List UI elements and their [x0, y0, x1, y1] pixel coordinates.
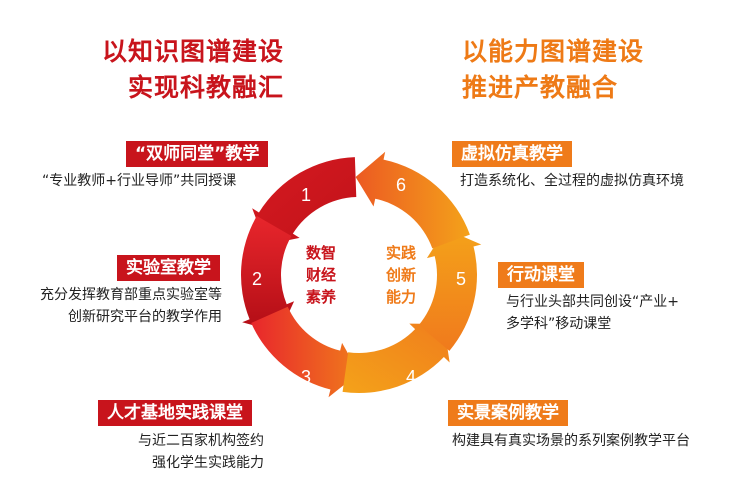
step-5-desc-line-1: 与行业头部共同创设“产业+: [506, 294, 679, 310]
step-number-2: 2: [252, 269, 262, 289]
center-right-line-1: 实践: [385, 244, 416, 262]
step-number-1: 1: [301, 185, 311, 205]
center-right-line-3: 能力: [385, 288, 416, 306]
step-4-title: 实景案例教学: [448, 400, 568, 426]
step-2-desc-line-2: 创新研究平台的教学作用: [68, 309, 222, 325]
left-heading-line-2: 实现科教融汇: [127, 73, 284, 102]
step-number-5: 5: [456, 269, 466, 289]
step-number-3: 3: [301, 367, 311, 387]
center-right-line-2: 创新: [385, 266, 416, 284]
step-3-desc-line-1: 与近二百家机构签约: [138, 433, 264, 449]
step-5-title: 行动课堂: [498, 262, 584, 288]
step-2-title: 实验室教学: [117, 255, 220, 281]
right-heading: 以能力图谱建设 推进产教融合: [462, 34, 692, 106]
cycle-arrow-4: [342, 323, 450, 393]
step-6-title: 虚拟仿真教学: [452, 141, 572, 167]
right-heading-line-2: 推进产教融合: [462, 73, 619, 102]
center-right-label: 实践 创新 能力: [376, 242, 426, 308]
step-4-desc-line-1: 构建具有真实场景的系列案例教学平台: [452, 433, 690, 449]
left-heading: 以知识图谱建设 实现科教融汇: [62, 34, 284, 106]
step-number-4: 4: [406, 367, 416, 387]
step-3-desc-line-2: 强化学生实践能力: [152, 455, 264, 471]
center-left-line-3: 素养: [305, 288, 336, 306]
cycle-arrow-3: [251, 306, 359, 398]
step-5-desc-line-2: 多学科”移动课堂: [506, 316, 612, 332]
step-6-desc-line-1: 打造系统化、全过程的虚拟仿真环境: [460, 173, 684, 189]
step-1-desc-line-1: “专业教师+行业导师”共同授课: [42, 173, 237, 189]
cycle-arrow-2: [240, 216, 295, 333]
center-left-line-2: 财经: [305, 266, 336, 284]
center-left-line-1: 数智: [305, 244, 336, 262]
cycle-arrow-5: [418, 228, 482, 351]
step-3-title: 人才基地实践课堂: [98, 400, 252, 426]
center-left-label: 数智 财经 素养: [296, 242, 346, 308]
left-heading-line-1: 以知识图谱建设: [101, 37, 284, 66]
step-number-6: 6: [396, 175, 406, 195]
cycle-arrow-6: [355, 151, 470, 249]
step-2-desc-line-1: 充分发挥教育部重点实验室等: [40, 287, 222, 303]
right-heading-line-1: 以能力图谱建设: [462, 37, 645, 66]
step-1-title: “双师同堂”教学: [126, 141, 269, 167]
cycle-arrow-1: [252, 157, 357, 245]
